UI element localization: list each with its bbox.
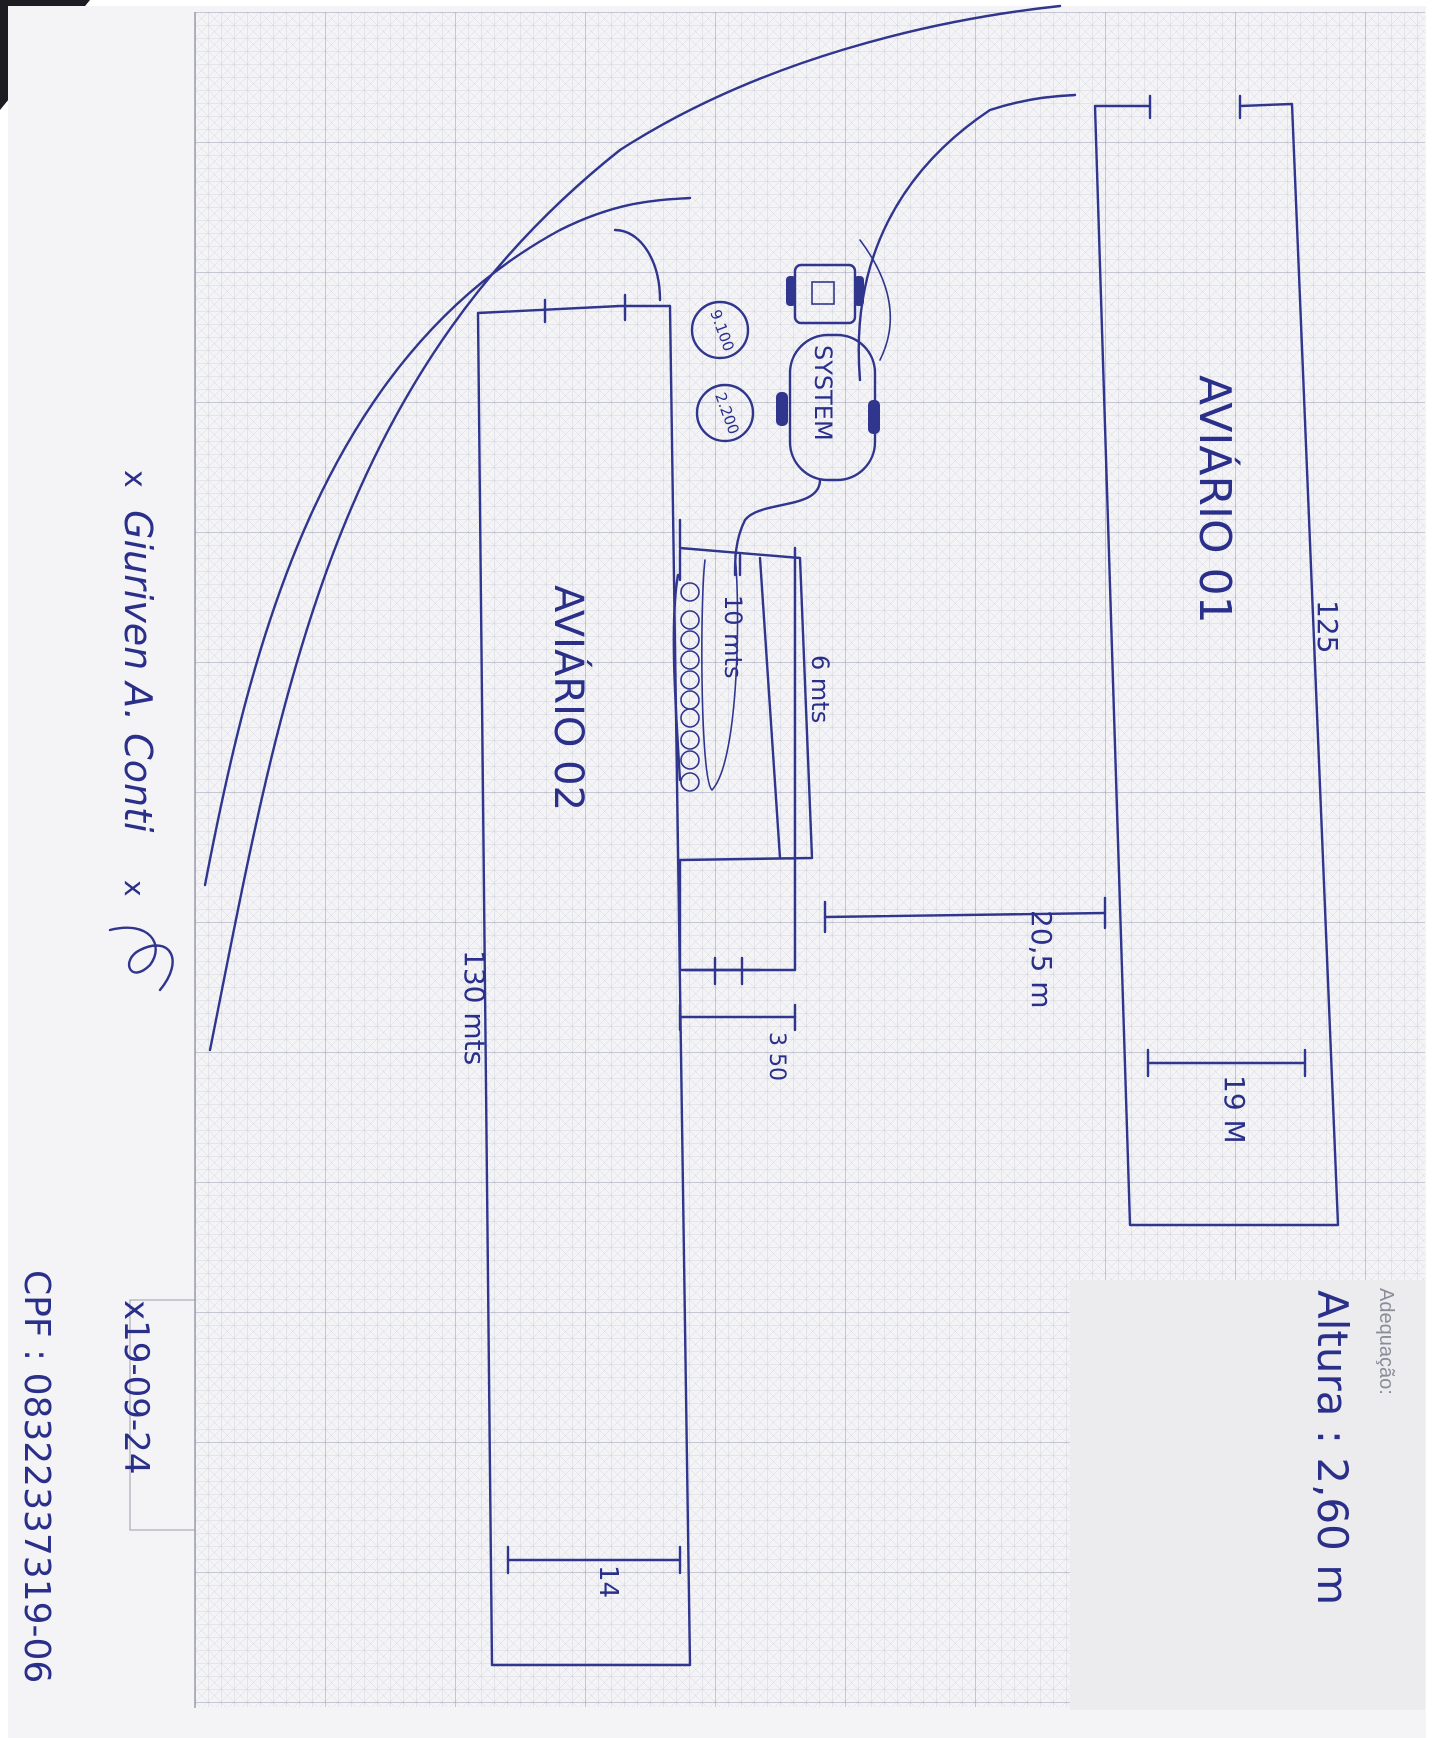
aviario-01-width: 19 M (1218, 1075, 1251, 1144)
system-label: SYSTEM (809, 345, 837, 441)
aviario-01-length: 125 (1311, 600, 1344, 653)
date-value: x19-09-24 (116, 1300, 156, 1474)
system-tank (733, 263, 880, 577)
signature-scribble (108, 926, 174, 992)
between-buildings-label: 20,5 m (1025, 910, 1058, 1009)
aviario-02-width: 14 (593, 1565, 623, 1598)
aviario-02-label: AVIÁRIO 02 (545, 585, 593, 811)
aviario-02-building (476, 293, 692, 1667)
six-m-label: 6 mts (806, 655, 834, 723)
signature-x1: x (117, 470, 152, 488)
cpf-value: CPF : 08322337319-06 (16, 1270, 57, 1683)
form-label: Adequação: (1375, 1288, 1397, 1395)
form-field-box (1070, 1280, 1425, 1710)
nozzle-row (672, 548, 739, 792)
distance-between-buildings (823, 896, 1107, 934)
signature-name: Giuriven A. Conti (116, 510, 160, 833)
aviario-01-building (1093, 94, 1340, 1227)
aviario-01-label: AVIÁRIO 01 (1189, 375, 1242, 624)
round-tank-b (695, 383, 755, 443)
ten-m-label: 10 mts (719, 595, 747, 678)
height-note: Altura : 2,60 m (1308, 1290, 1357, 1605)
aviario-02-length: 130 mts (458, 950, 491, 1065)
round-tank-a (690, 300, 750, 360)
form-footer-strip (129, 12, 196, 1708)
three-fifty-label: 3 50 (764, 1032, 789, 1081)
signature-x2: x (118, 880, 151, 897)
annex-structure (678, 518, 814, 1032)
